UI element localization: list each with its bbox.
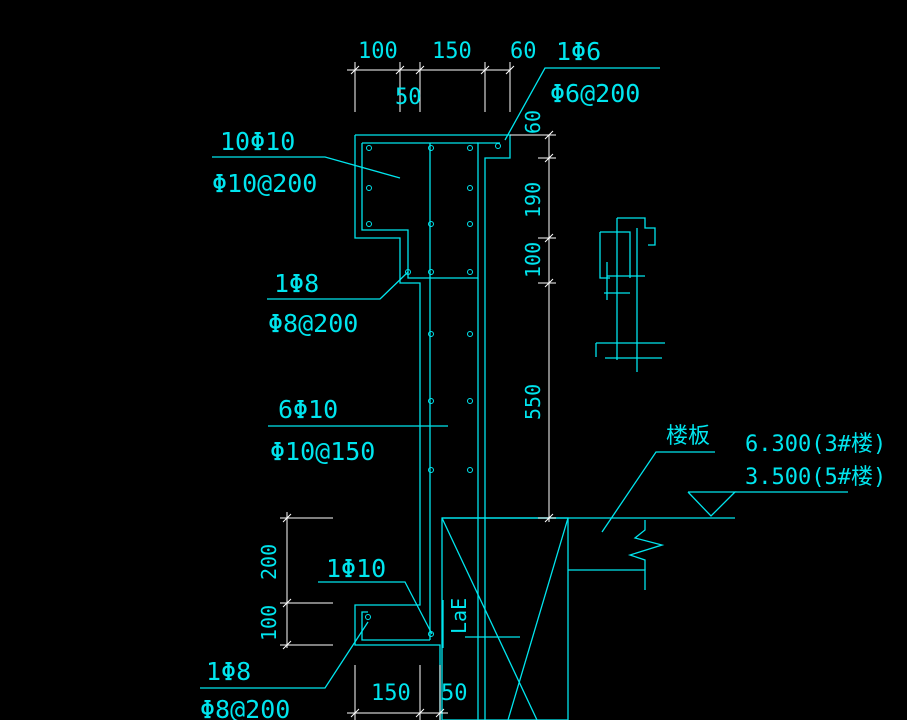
dim-top-150: 150 [432,39,472,64]
slab-region [441,451,848,720]
dim-top-60: 60 [510,39,537,64]
detail-sketch [595,217,665,372]
dim-bottom-150: 150 [371,681,411,706]
rebar-10phi10: 10Φ10 [220,127,295,156]
dimension-text: 100 150 60 50 60 190 100 550 200 100 150… [257,39,545,706]
dim-left-100: 100 [257,605,281,641]
dim-left-200: 200 [257,544,281,580]
dimension-lines [280,62,556,720]
rebar-dots [365,143,501,637]
rebar-1phi6: 1Φ6 [556,37,601,66]
dim-right-550: 550 [521,384,545,420]
dim-bottom-50: 50 [441,681,468,706]
dim-right-60: 60 [521,110,545,134]
elevation-label-1: 6.300(3#楼) [745,432,886,457]
anchorage-label: LaE [447,598,471,634]
rebar-6phi10: 6Φ10 [278,395,338,424]
annotation-text: 楼板 6.300(3#楼) 3.500(5#楼) LaE [447,424,886,634]
elevation-label-2: 3.500(5#楼) [745,465,886,490]
floor-slab-label: 楼板 [666,424,710,449]
rebar-phi6-at-200: Φ6@200 [550,79,640,108]
dim-top-100: 100 [358,39,398,64]
rebar-text: 1Φ6 Φ6@200 10Φ10 Φ10@200 1Φ8 Φ8@200 6Φ10… [200,37,640,720]
dim-top-50: 50 [395,85,422,110]
dim-right-190: 190 [521,182,545,218]
rebar-phi10-at-200: Φ10@200 [212,169,317,198]
rebar-phi10-at-150: Φ10@150 [270,437,375,466]
rebar-1phi10: 1Φ10 [326,554,386,583]
rebar-phi8-at-200: Φ8@200 [268,309,358,338]
rebar-phi8-at-200-bottom: Φ8@200 [200,695,290,720]
rebar-1phi8: 1Φ8 [274,269,319,298]
rebar-1phi8-bottom: 1Φ8 [206,657,251,686]
leader-lines [200,67,660,689]
dim-right-100: 100 [521,242,545,278]
